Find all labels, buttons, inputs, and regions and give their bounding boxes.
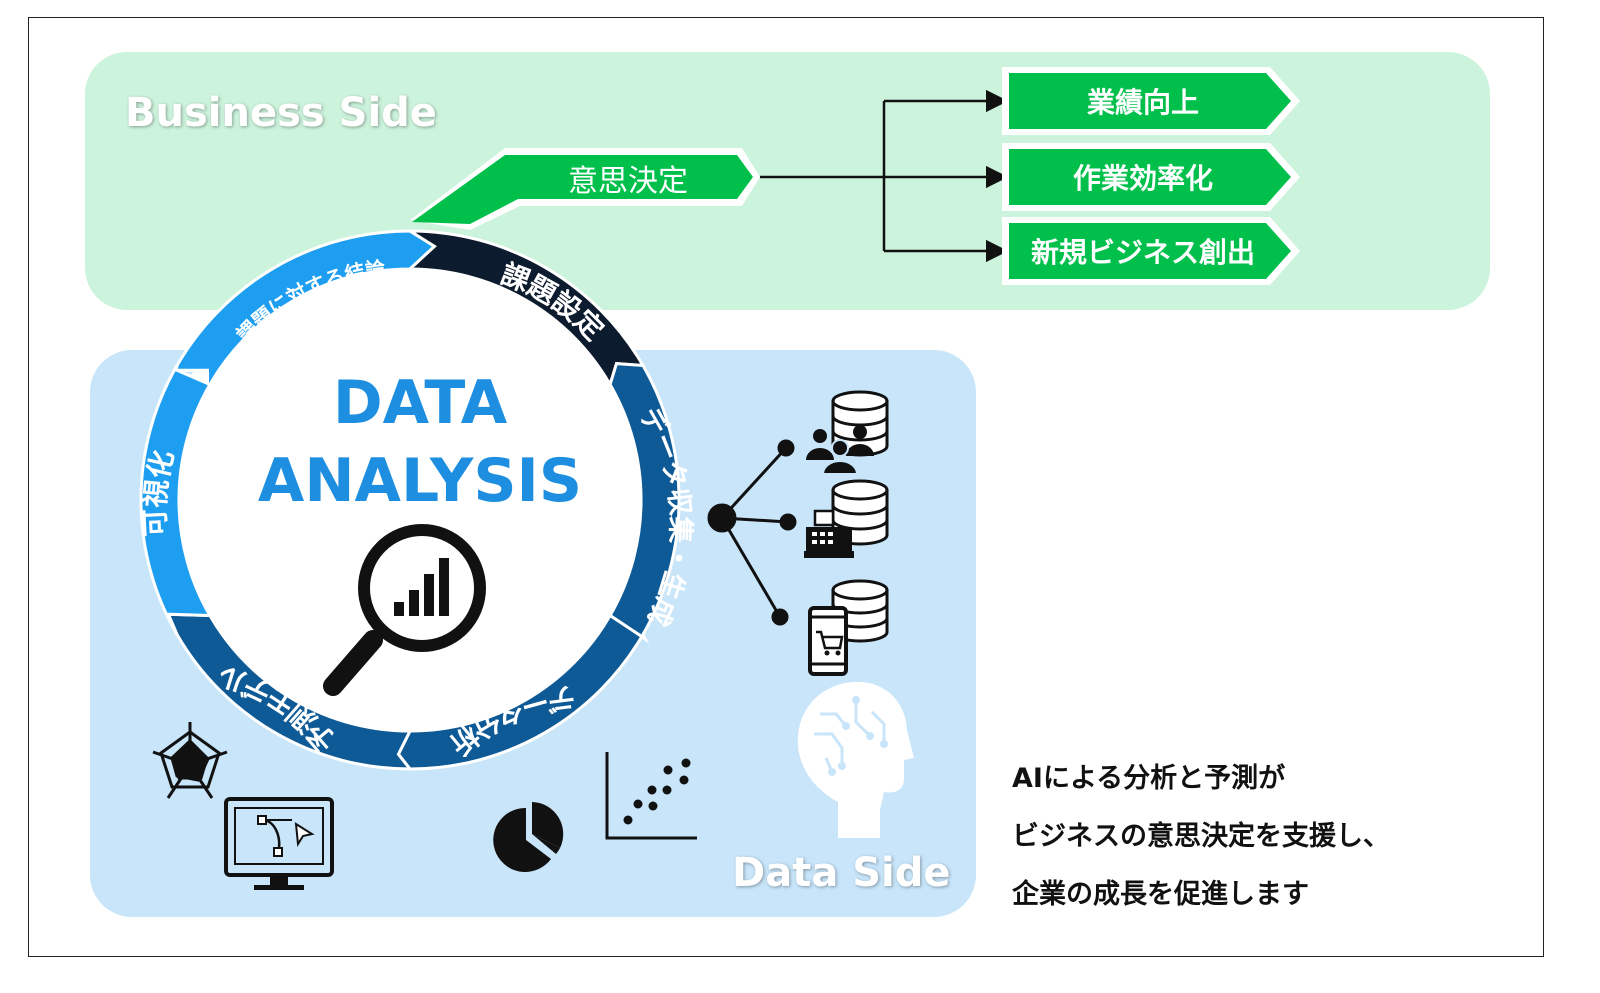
database-mobile-cart-icon	[808, 579, 889, 676]
magnifier-chart-icon	[323, 524, 486, 696]
cycle-ring-bg	[158, 248, 662, 752]
outcome-boxes	[1002, 67, 1300, 285]
database-register-icon	[804, 479, 889, 558]
radar-chart-icon	[152, 722, 228, 799]
summary-line: AIによる分析と予測が	[1012, 763, 1286, 794]
cycle-segments	[139, 229, 681, 771]
decision-arrow	[412, 155, 753, 224]
monitor-bezier-icon	[224, 797, 334, 890]
center-title-line2: ANALYSIS	[258, 446, 582, 516]
scatter-plot-icon	[605, 752, 697, 840]
outcome-new-business: 新規ビジネス創出	[1031, 236, 1255, 269]
segment-visualize	[139, 364, 213, 636]
summary-line: ビジネスの意思決定を支援し、	[1012, 821, 1390, 852]
center-title-line1: DATA	[333, 368, 508, 438]
database-user-icon	[806, 390, 889, 475]
outcome-efficiency: 作業効率化	[1073, 162, 1213, 195]
summary-line: 企業の成長を促進します	[1012, 879, 1309, 910]
outcome-performance: 業績向上	[1087, 86, 1199, 119]
network-node-icon	[707, 439, 797, 626]
ai-brain-icon	[797, 681, 914, 838]
pie-chart-icon	[493, 802, 564, 872]
business-side-label: Business Side	[125, 90, 437, 136]
summary-message: AIによる分析と予測が ビジネスの意思決定を支援し、 企業の成長を促進します	[1012, 750, 1390, 924]
decision-label: 意思決定	[568, 164, 688, 199]
data-side-label: Data Side	[732, 850, 951, 896]
branch-lines	[760, 89, 1009, 263]
